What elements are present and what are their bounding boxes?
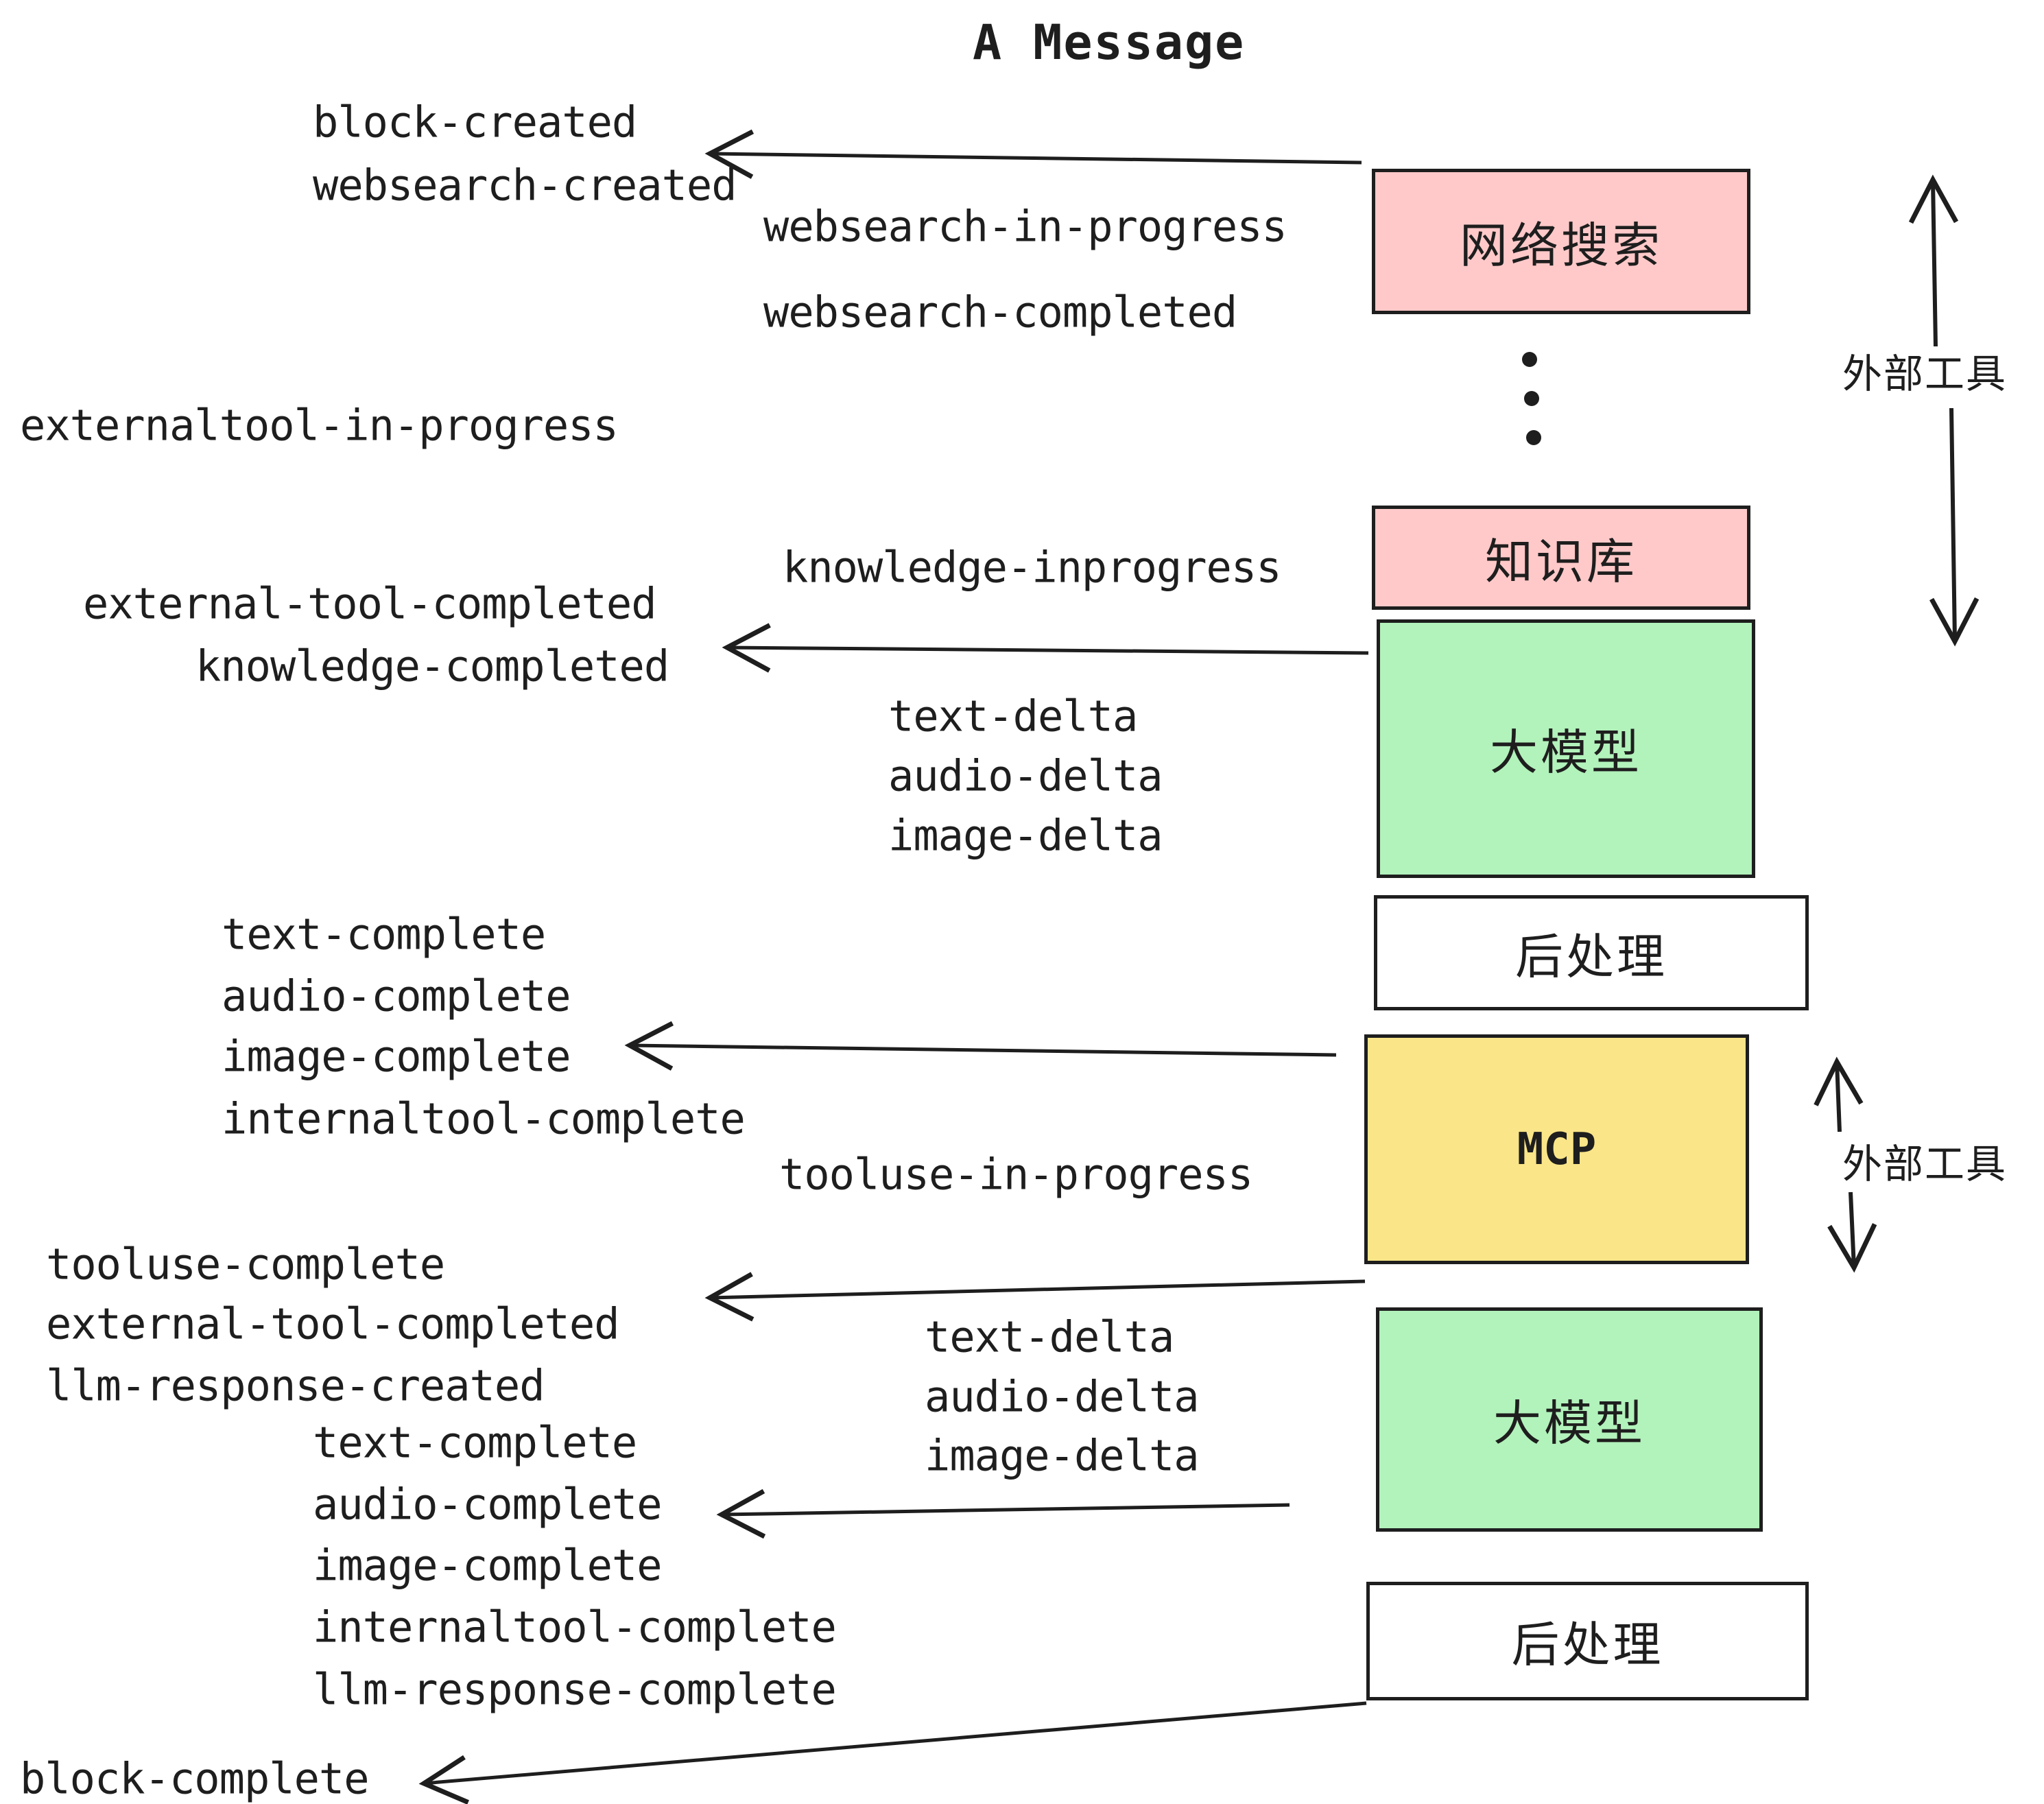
event-audio-delta: audio-delta (925, 1371, 1200, 1422)
arrow-to-tooluse-complete (704, 1272, 1366, 1322)
event-knowledge-completed: knowledge-completed (195, 641, 669, 691)
ellipsis-dot (1526, 430, 1541, 445)
node-postprocess-2-label: 后处理 (1511, 1618, 1664, 1672)
node-websearch: 网络搜索 (1372, 169, 1750, 314)
node-mcp-label: MCP (1517, 1124, 1597, 1175)
event-text-delta: text-delta (925, 1312, 1174, 1362)
arrow-to-image-complete (624, 1021, 1337, 1071)
node-llm-1: 大模型 (1377, 619, 1755, 878)
event-llm-response-created: llm-response-created (46, 1360, 545, 1411)
external-tools-label-1: 外部工具 (1842, 352, 2008, 396)
event-llm-response-complete: llm-response-complete (313, 1664, 837, 1715)
event-image-complete: image-complete (313, 1540, 663, 1591)
event-external-tool-completed: external-tool-completed (83, 578, 657, 629)
node-postprocess-1-label: 后处理 (1515, 929, 1667, 984)
node-websearch-label: 网络搜索 (1460, 218, 1663, 272)
event-internaltool-complete: internaltool-complete (313, 1602, 837, 1652)
arrow-to-block-complete (418, 1701, 1367, 1804)
event-audio-complete: audio-complete (222, 971, 571, 1021)
external-tools-label-2: 外部工具 (1842, 1142, 2008, 1187)
ellipsis-dot (1524, 391, 1539, 406)
arrow-to-knowledge-completed (722, 623, 1369, 673)
event-websearch-completed: websearch-completed (763, 287, 1237, 337)
external-tools-up-arrow-1 (1908, 174, 1959, 347)
event-audio-complete: audio-complete (313, 1479, 663, 1530)
event-internaltool-complete: internaltool-complete (222, 1093, 746, 1144)
node-knowledge: 知识库 (1372, 506, 1750, 610)
external-tools-down-arrow-1 (1929, 407, 1980, 647)
event-block-created: block-created (313, 97, 637, 147)
event-websearch-in-progress: websearch-in-progress (763, 201, 1287, 252)
event-image-complete: image-complete (222, 1031, 571, 1082)
node-llm-2-label: 大模型 (1493, 1397, 1645, 1450)
event-knowledge-inprogress: knowledge-inprogress (783, 542, 1282, 593)
node-postprocess-1: 后处理 (1374, 895, 1809, 1010)
node-knowledge-label: 知识库 (1485, 534, 1637, 589)
event-image-delta: image-delta (888, 810, 1163, 861)
node-postprocess-2: 后处理 (1366, 1582, 1809, 1700)
arrow-to-audio-complete (716, 1488, 1290, 1539)
arrow-to-block-created (704, 129, 1362, 179)
event-websearch-created: websearch-created (313, 160, 737, 211)
event-tooluse-complete: tooluse-complete (46, 1239, 445, 1290)
event-external-tool-completed: external-tool-completed (46, 1298, 620, 1349)
event-audio-delta: audio-delta (888, 750, 1163, 801)
event-text-complete: text-complete (313, 1417, 637, 1468)
node-llm-2: 大模型 (1376, 1307, 1763, 1532)
event-image-delta: image-delta (925, 1430, 1200, 1481)
external-tools-down-arrow-2 (1827, 1191, 1877, 1273)
event-block-complete: block-complete (20, 1753, 370, 1804)
node-llm-1-label: 大模型 (1490, 726, 1642, 779)
diagram-title: A Message (973, 14, 1246, 71)
event-text-delta: text-delta (888, 691, 1138, 741)
node-mcp: MCP (1364, 1034, 1749, 1264)
event-externaltool-in-progress: externaltool-in-progress (20, 400, 619, 451)
event-text-complete: text-complete (222, 909, 546, 960)
ellipsis-dot (1522, 352, 1537, 367)
external-tools-up-arrow-2 (1814, 1056, 1864, 1132)
event-tooluse-in-progress: tooluse-in-progress (779, 1149, 1253, 1200)
